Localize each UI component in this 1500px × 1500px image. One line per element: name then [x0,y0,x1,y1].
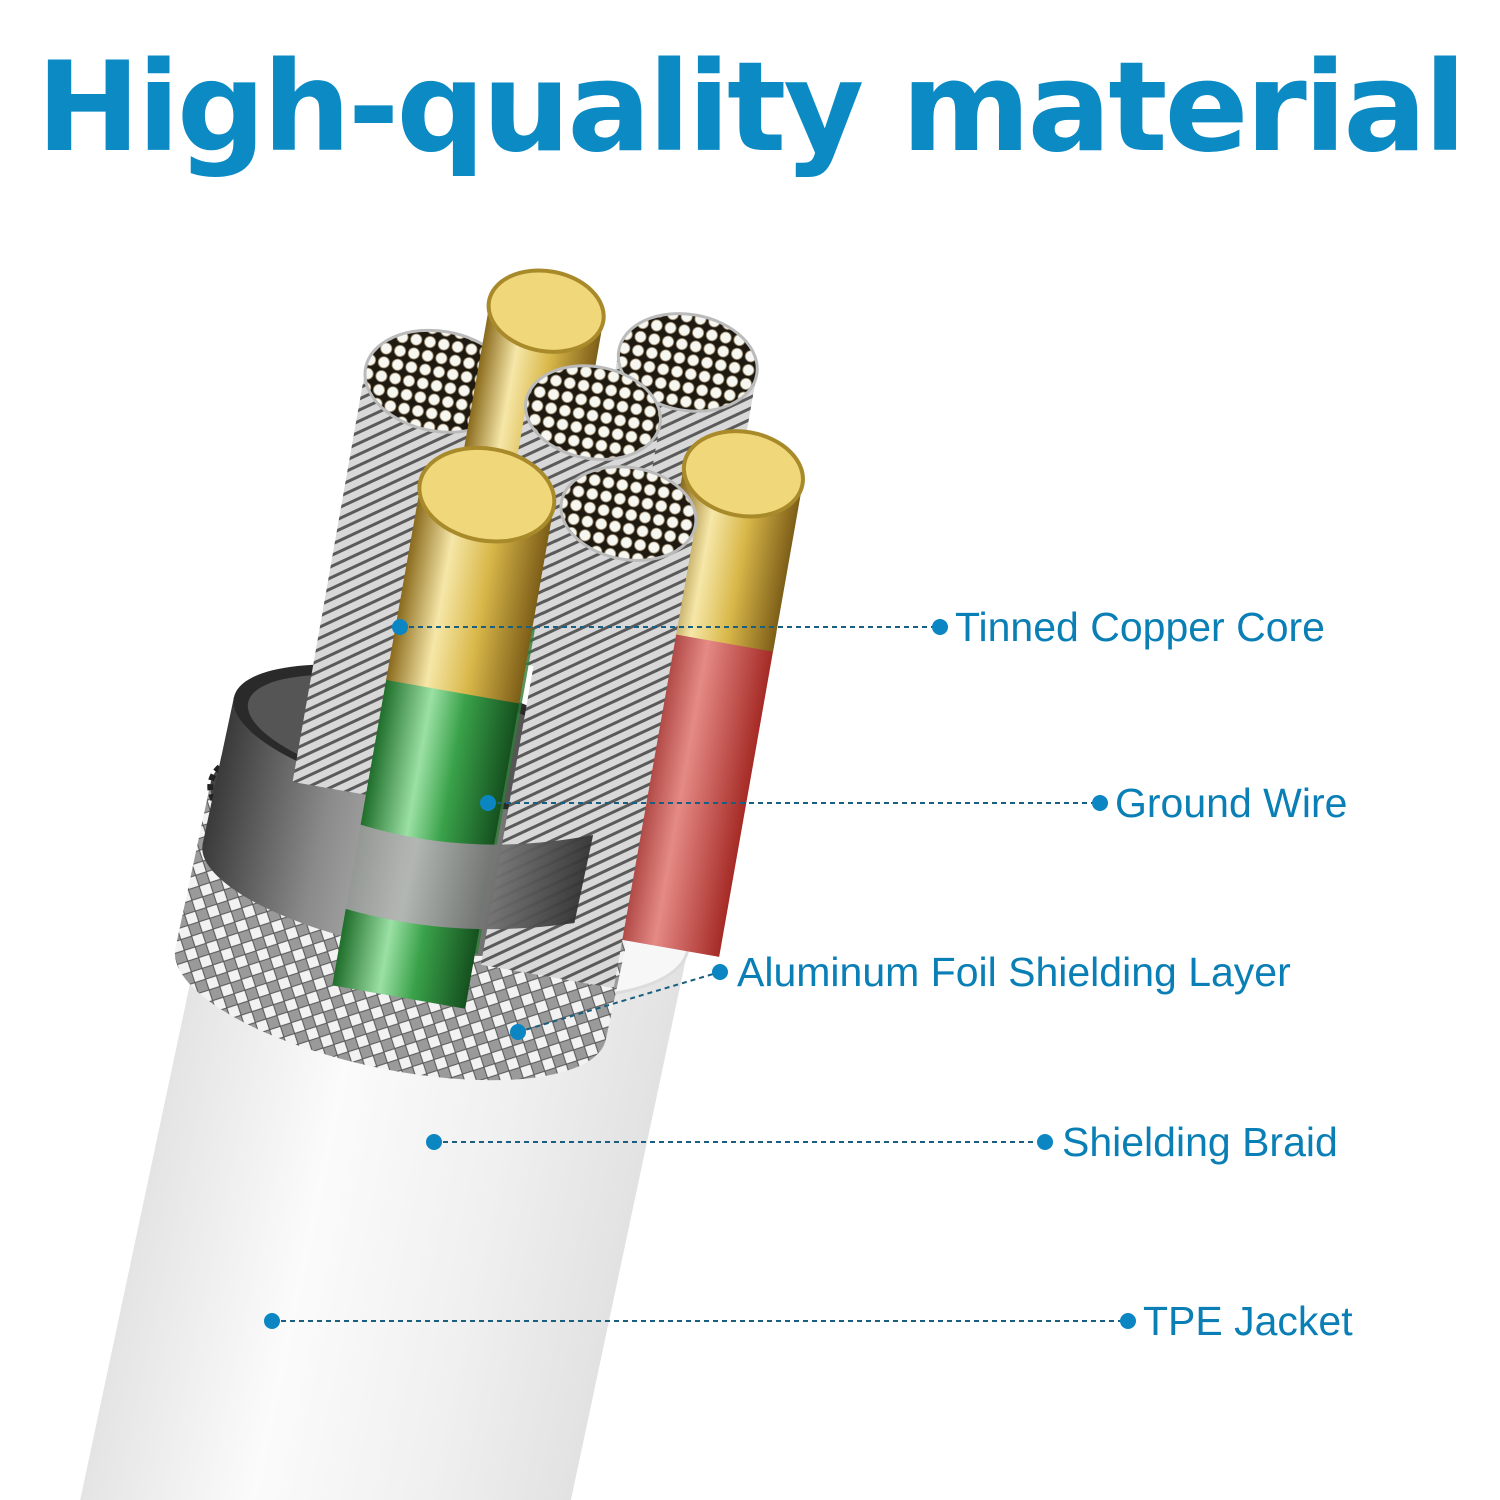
inner-wires [292,268,805,1009]
label-shielding-braid: Shielding Braid [1062,1119,1338,1165]
label-tpe-jacket: TPE Jacket [1143,1298,1353,1344]
label-aluminum-foil-shielding-layer: Aluminum Foil Shielding Layer [737,949,1291,995]
label-tinned-copper-core: Tinned Copper Core [955,604,1325,650]
page-title: High-quality material [36,36,1467,180]
label-ground-wire: Ground Wire [1115,780,1348,826]
